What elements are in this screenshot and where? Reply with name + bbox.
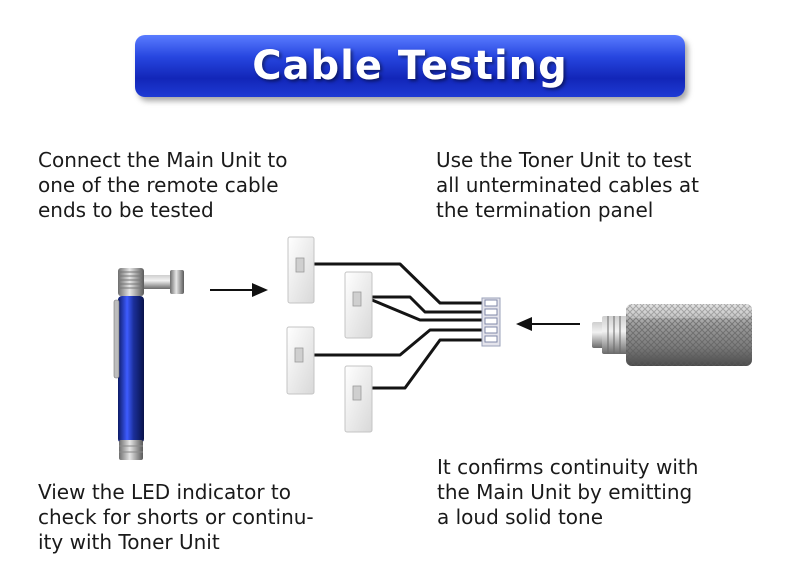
cable-bundle: [312, 262, 484, 390]
caption-view-led-indicator: View the LED indicator to check for shor…: [38, 480, 314, 555]
caption-connect-main-unit: Connect the Main Unit to one of the remo…: [38, 148, 287, 223]
arrow-left-icon: [516, 317, 580, 331]
caption-line: It confirms continuity with: [437, 455, 699, 479]
wall-jack-icon: [344, 271, 373, 339]
caption-line: one of the remote cable: [38, 173, 279, 197]
caption-use-toner-unit: Use the Toner Unit to test all untermina…: [436, 148, 699, 223]
caption-line: ends to be tested: [38, 198, 214, 222]
caption-line: ity with Toner Unit: [38, 530, 220, 554]
caption-confirms-continuity: It confirms continuity with the Main Uni…: [437, 455, 698, 530]
toner-unit-icon: [592, 304, 752, 366]
caption-line: all unterminated cables at: [436, 173, 699, 197]
wall-jack-icon: [286, 326, 315, 395]
wall-jack-icon: [287, 236, 315, 304]
termination-panel-icon: [481, 297, 501, 347]
main-unit-tester-icon: [113, 268, 184, 460]
caption-line: Connect the Main Unit to: [38, 148, 288, 172]
caption-line: check for shorts or continu-: [38, 505, 314, 529]
wall-jack-icon: [344, 365, 373, 433]
caption-line: the Main Unit by emitting: [437, 480, 693, 504]
caption-line: View the LED indicator to: [38, 480, 292, 504]
arrow-right-icon: [210, 283, 268, 297]
caption-line: the termination panel: [436, 198, 654, 222]
title-banner: Cable Testing: [135, 35, 685, 97]
caption-line: a loud solid tone: [437, 505, 604, 529]
caption-line: Use the Toner Unit to test: [436, 148, 692, 172]
page-title: Cable Testing: [252, 43, 568, 89]
